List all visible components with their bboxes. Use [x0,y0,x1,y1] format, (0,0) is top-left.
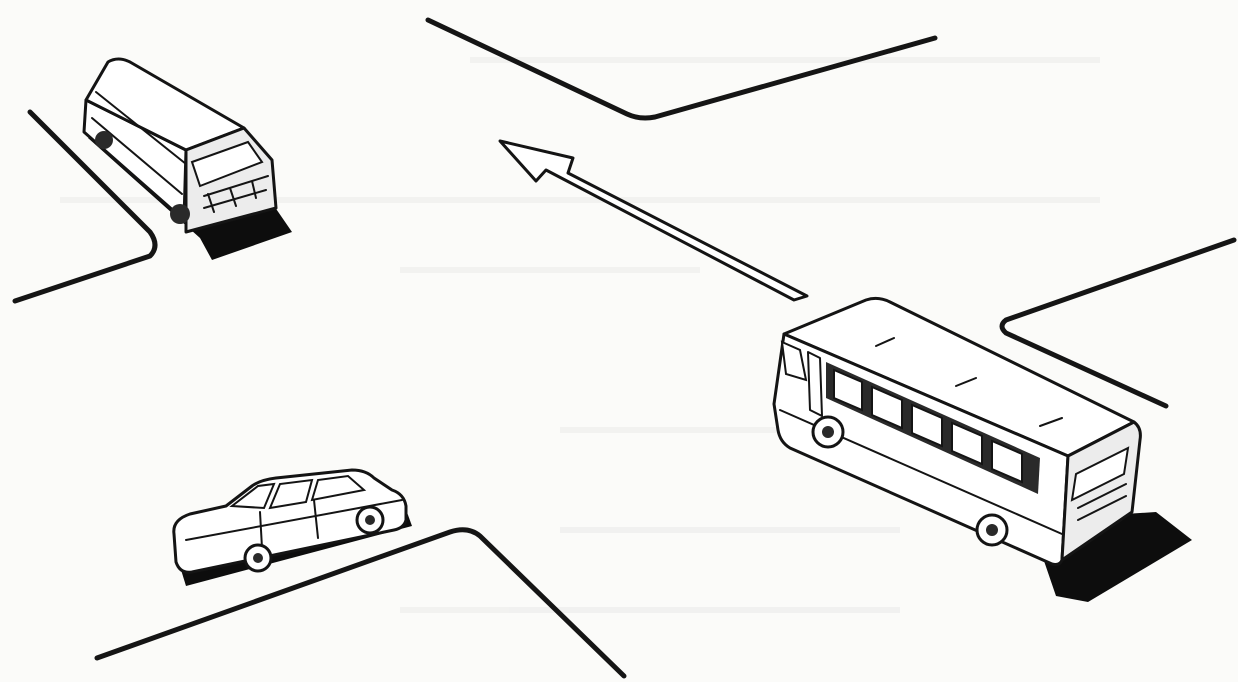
road-edge-top [428,20,935,118]
arrow-shape [500,141,807,300]
bus-wheel-front-hub [822,426,834,438]
direction-arrow [500,141,807,300]
car-wheel-rear-hub [365,515,375,525]
van-wheel-front [170,204,190,224]
bus [774,298,1192,602]
van [84,59,292,260]
car [174,470,412,586]
bus-wheel-rear-hub [986,524,998,536]
van-wheel-rear [95,131,113,149]
car-wheel-front-hub [253,553,263,563]
